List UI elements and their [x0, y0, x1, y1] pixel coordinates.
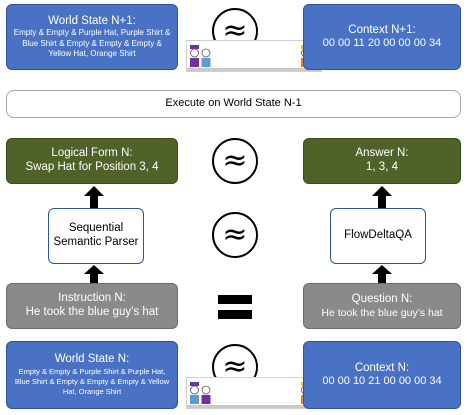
approx-symbol-model: ≈	[212, 212, 258, 258]
person-head	[201, 48, 211, 58]
instruction-value: He took the blue guy’s hat	[25, 306, 159, 318]
execute-box: Execute on World State N-1	[6, 90, 461, 118]
context-next-box: Context N+1: 00 00 11 20 00 00 00 34	[303, 4, 461, 70]
instruction-box: Instruction N: He took the blue guy’s ha…	[6, 283, 178, 329]
scene-illustration-next	[186, 40, 322, 72]
answer-box: Answer N: 1, 3, 4	[303, 138, 461, 184]
question-title: Question N:	[351, 292, 413, 305]
purple-shirt	[190, 58, 199, 67]
world-state-next-box: World State N+1: Empty & Empty & Purple …	[6, 4, 178, 70]
scene-illustration-current	[186, 377, 322, 409]
world-state-current-body: Empty & Empty & Purple Shirt & Purple Ha…	[14, 367, 170, 396]
person-head	[201, 385, 211, 395]
approx-symbol-logical: ≈	[212, 138, 258, 184]
world-state-next-title: World State N+1:	[48, 14, 136, 27]
logical-form-box: Logical Form N: Swap Hat for Position 3,…	[6, 138, 178, 184]
purple-hat	[190, 45, 199, 49]
instruction-title: Instruction N:	[58, 292, 126, 305]
answer-value: 1, 3, 4	[366, 161, 398, 173]
logical-form-value: Swap Hat for Position 3, 4	[25, 161, 159, 173]
semantic-parser-label: Sequential Semantic Parser	[53, 222, 139, 248]
world-state-current-title: World State N:	[54, 353, 130, 366]
scene-floor	[187, 405, 321, 408]
arrow-up-icon	[84, 265, 104, 283]
blue-shirt	[201, 58, 211, 67]
flowdeltaqa-box: FlowDeltaQA	[330, 208, 426, 264]
world-state-current-box: World State N: Empty & Empty & Purple Sh…	[6, 341, 178, 409]
arrow-up-icon	[372, 186, 392, 208]
answer-title: Answer N:	[355, 147, 409, 160]
context-next-title: Context N+1:	[348, 23, 416, 36]
semantic-parser-box: Sequential Semantic Parser	[48, 208, 144, 264]
context-next-value: 00 00 11 20 00 00 00 34	[322, 37, 442, 50]
logical-form-title: Logical Form N:	[51, 147, 133, 160]
arrow-up-icon	[372, 265, 392, 283]
context-current-title: Context N:	[354, 361, 410, 374]
question-box: Question N: He took the blue guy’s hat	[303, 283, 461, 329]
person-head	[190, 48, 199, 58]
person-head	[190, 385, 199, 395]
world-state-next-body: Empty & Empty & Purple Hat, Purple Shirt…	[13, 28, 171, 59]
equals-symbol-bottom-bar	[218, 310, 252, 319]
arrow-up-icon	[84, 186, 104, 208]
purple-hat	[190, 382, 199, 386]
question-value: He took the blue guy’s hat	[321, 306, 443, 319]
purple-shirt	[201, 395, 211, 404]
equals-symbol-top-bar	[218, 295, 252, 304]
scene-floor	[187, 68, 321, 71]
blue-shirt	[190, 395, 199, 404]
flowdeltaqa-label: FlowDeltaQA	[344, 229, 412, 242]
context-current-value: 00 00 10 21 00 00 00 34	[322, 375, 442, 388]
execute-label: Execute on World State N-1	[165, 97, 302, 110]
context-current-box: Context N: 00 00 10 21 00 00 00 34	[303, 341, 461, 409]
